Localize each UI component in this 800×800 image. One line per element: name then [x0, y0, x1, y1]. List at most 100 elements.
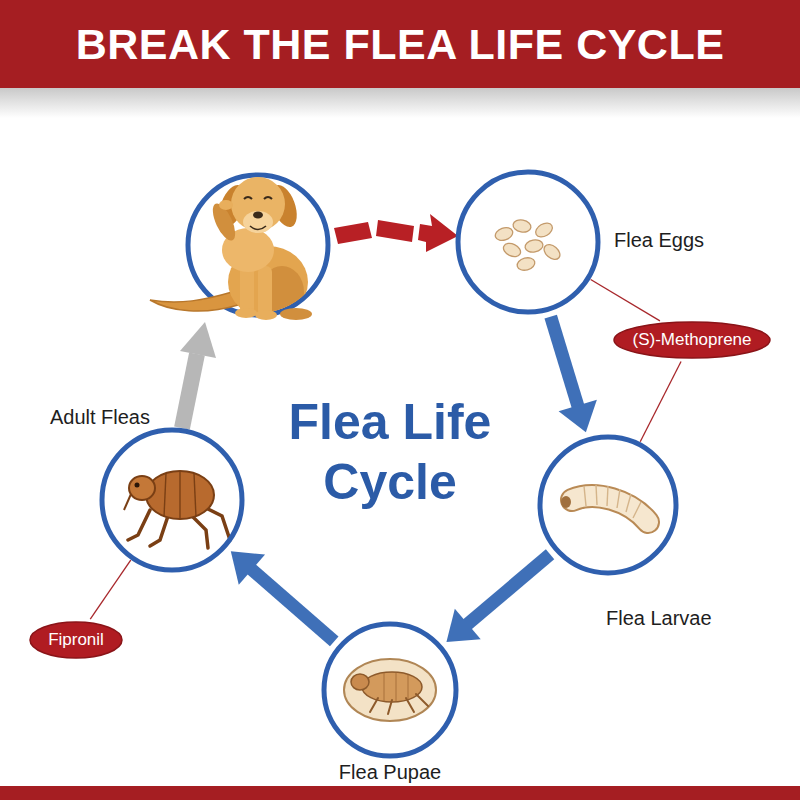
oval-fill: [614, 322, 770, 358]
dog-illustration-part-part: [258, 266, 272, 316]
flea-eggs-part: [493, 225, 514, 242]
dog-illustration-part: [235, 308, 257, 318]
leader-line: [591, 279, 660, 320]
flea-larva-part: [584, 485, 641, 518]
grey-arrow-part: [180, 322, 216, 358]
dog-circle-part: [188, 175, 328, 315]
dog-illustration-part: [222, 228, 308, 318]
flea-pupa: [344, 659, 436, 721]
connector-line: [640, 362, 681, 442]
adult-flea-part: [124, 494, 131, 510]
dog-illustration: [150, 177, 312, 320]
dog-illustration-part: [255, 310, 277, 320]
adult-flea: [124, 471, 230, 548]
flea-eggs-part: [541, 242, 563, 263]
dog-circle: [188, 175, 328, 315]
flea-eggs: [493, 219, 562, 273]
stage-circle: Adult Fleas: [99, 427, 245, 573]
circle-outline: [321, 621, 459, 759]
flea-eggs-part: [533, 220, 555, 239]
flea-larva-part: [572, 496, 648, 522]
flea-larva-part-part: [584, 486, 586, 506]
title-text: BREAK THE FLEA LIFE CYCLE: [76, 20, 725, 69]
flea-pupa-part: [344, 659, 436, 721]
dog-illustration-part: [219, 200, 233, 210]
dog-illustration-part: [208, 200, 239, 243]
dog-illustration-part: [244, 197, 252, 199]
connector-line: [250, 568, 334, 641]
adult-flea-part-part: [164, 473, 166, 517]
circle-outline: [537, 434, 679, 576]
leader-line: [90, 560, 130, 619]
stage-circle: Flea Eggs: [455, 169, 601, 315]
circle-outline-ring: [102, 430, 242, 570]
red-arrow-part: [376, 220, 414, 242]
treatment-oval: Fipronil: [29, 621, 123, 659]
circle-outline-ring: [324, 624, 456, 756]
adult-flea-part: [135, 483, 140, 488]
flea-pupa-part-part: [416, 694, 428, 706]
adult-flea-part-part: [194, 473, 196, 517]
circle-outline-ring: [540, 437, 676, 573]
stage-circle: Flea Pupae: [321, 621, 459, 759]
flea-pupa-part: [384, 673, 408, 701]
flea-pupa-part-part: [384, 673, 385, 701]
dog-illustration-part: [243, 211, 273, 233]
grey-arrow: [180, 322, 216, 428]
adult-flea-part: [164, 471, 196, 519]
flea-pupa-part: [351, 674, 369, 690]
adult-flea-part: [129, 476, 155, 500]
oval-fill: [30, 622, 122, 658]
flea-pupa-part-part: [370, 698, 378, 712]
stage-label: Adult Fleas: [50, 406, 150, 428]
bottom-strip: [0, 786, 800, 800]
red-arrow-part: [418, 214, 458, 252]
adult-flea-part: [146, 471, 214, 519]
stage-label: Flea Eggs: [614, 229, 704, 251]
cycle-arrow: [231, 551, 334, 641]
grey-arrow-part: [182, 354, 197, 428]
grey-strip: [0, 88, 800, 118]
circle-outline-ring: [458, 172, 598, 312]
flea-larva-part-part: [633, 502, 641, 518]
dog-illustration-part: [250, 226, 266, 230]
dog-illustration-part: [150, 292, 238, 311]
connector-line: [551, 317, 579, 408]
flea-larva-part-part: [617, 489, 620, 508]
center-title: Flea Life Cycle: [255, 392, 525, 512]
flea-larva: [561, 485, 648, 522]
dog-illustration-part: [253, 212, 263, 219]
flea-eggs-part: [516, 256, 536, 272]
circle-outline: [455, 169, 601, 315]
flea-eggs-part: [524, 239, 544, 254]
connector-line: [466, 554, 550, 625]
treatment-name: (S)-Methoprene: [632, 330, 751, 350]
flea-larva-part: [572, 496, 648, 522]
stage-label: Flea Larvae: [606, 607, 712, 629]
circle-outline: [99, 427, 245, 573]
flea-larva-part-part: [596, 485, 597, 505]
adult-flea-part-part: [128, 510, 150, 540]
cycle-arrow: [551, 317, 597, 433]
flea-pupa-part: [362, 672, 422, 702]
flea-pupa-part-part: [388, 700, 392, 714]
flea-pupa-part-part: [396, 673, 397, 701]
arrow-head: [446, 609, 480, 642]
dog-illustration-part: [264, 197, 272, 199]
red-arrow: [334, 214, 458, 252]
leader-line: [640, 362, 681, 442]
flea-eggs-part: [512, 219, 532, 234]
connector-line: [90, 560, 130, 619]
adult-flea-part-part: [150, 516, 168, 546]
flea-pupa-part-part: [406, 698, 414, 712]
flea-pupa-part-part: [408, 675, 409, 699]
flea-larva-part-part: [626, 494, 631, 512]
flea-pupa-part: [370, 694, 428, 714]
dog-illustration-part: [280, 308, 312, 320]
flea-larva-part-part: [607, 486, 608, 506]
cycle-arrow: [446, 554, 550, 642]
flea-eggs-part: [501, 241, 522, 259]
stage-circle: Flea Larvae: [537, 434, 679, 576]
red-arrow-part: [334, 222, 372, 244]
connector-line: [591, 279, 660, 320]
